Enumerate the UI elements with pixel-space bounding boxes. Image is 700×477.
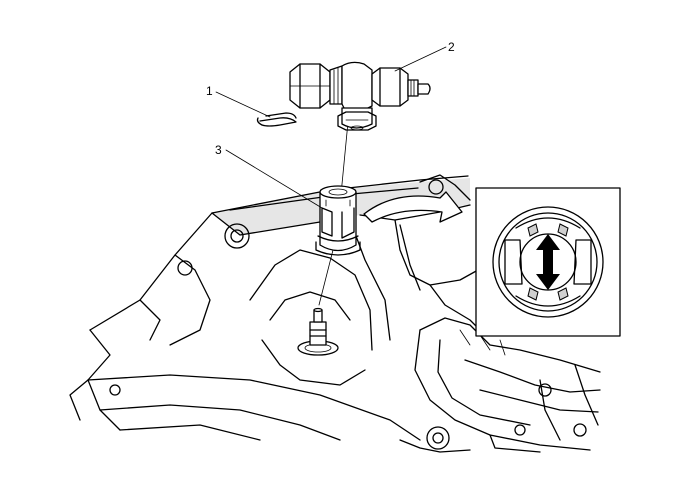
detail-arrow: [363, 191, 463, 223]
holder-part-3: [315, 185, 361, 256]
valve-stem: [297, 307, 339, 356]
detail-inset: [475, 187, 621, 337]
callout-2: 2: [448, 40, 455, 54]
leader-line-3: [225, 149, 323, 209]
connector-fitting-part-2: [289, 61, 431, 131]
leader-line-2: [394, 46, 447, 72]
callout-3: 3: [215, 143, 222, 157]
leader-line-1: [215, 91, 271, 118]
callout-1: 1: [206, 84, 213, 98]
retaining-clip-part-1: [256, 112, 297, 127]
